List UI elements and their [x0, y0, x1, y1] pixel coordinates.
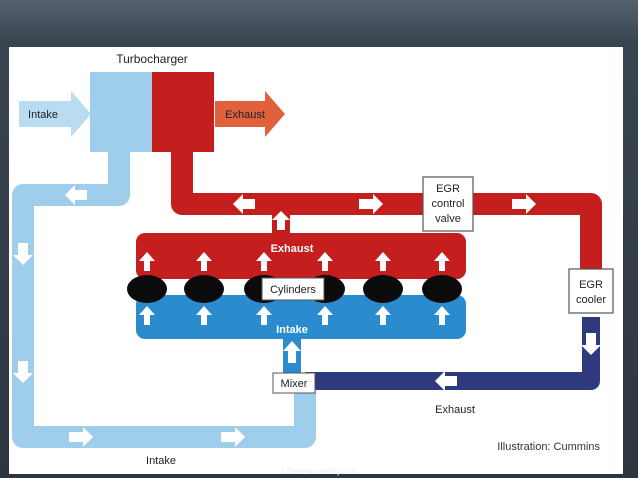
up-arrow-icon [434, 306, 450, 325]
egr-control-valve [422, 176, 474, 232]
up-arrow-icon [375, 252, 391, 271]
egr-system-diagram: EGR control valve EGR cooler Cylinders M… [12, 52, 614, 467]
up-arrow-icon [196, 252, 212, 271]
left-arrow-icon [435, 371, 457, 391]
illustration-credit: Illustration: Cummins [497, 441, 600, 453]
cylinder-1 [127, 275, 167, 303]
egr-valve-label-2: control [431, 198, 464, 210]
right-arrow-icon [221, 427, 245, 447]
cylinders-label-box [261, 277, 325, 301]
cylinder-6 [422, 275, 462, 303]
egr-valve-label-1: EGR [436, 183, 460, 195]
intake-inlet-label: Intake [28, 109, 58, 121]
intake-inlet-arrow [19, 91, 91, 137]
up-arrow-icon [272, 211, 290, 230]
exhaust-outlet-label: Exhaust [225, 109, 265, 121]
down-arrow-icon [581, 333, 601, 355]
diagram-panel: EGR control valve EGR cooler Cylinders M… [9, 47, 623, 474]
intake-loop-pipe [12, 142, 316, 448]
watermark: 123seminarsonly.com [280, 467, 358, 476]
cylinders-label: Cylinders [270, 284, 316, 296]
turbo-compressor [90, 72, 152, 152]
cylinder-5 [363, 275, 403, 303]
down-arrow-icon [13, 361, 33, 383]
up-arrow-icon [139, 306, 155, 325]
down-arrow-icon [13, 243, 33, 265]
up-arrow-icon [256, 306, 272, 325]
right-arrow-icon [512, 194, 536, 214]
egr-cooler-label-2: cooler [576, 294, 606, 306]
egr-valve-label-3: valve [435, 213, 461, 225]
exhaust-manifold-label: Exhaust [271, 243, 314, 255]
intake-bottom-label: Intake [146, 455, 176, 467]
up-arrow-icon [375, 306, 391, 325]
left-arrow-icon [233, 194, 255, 214]
egr-cooler-label-1: EGR [579, 279, 603, 291]
exhaust-manifold [136, 233, 466, 279]
exhaust-outlet-arrow [215, 91, 285, 137]
up-arrow-icon [196, 306, 212, 325]
exhaust-manifold-arrows [139, 252, 450, 271]
up-arrow-icon [317, 252, 333, 271]
left-arrow-icon [65, 185, 87, 205]
intake-manifold-label: Intake [276, 324, 308, 336]
intake-manifold [136, 295, 466, 339]
up-arrow-icon [283, 341, 301, 363]
top-bar [0, 0, 638, 44]
egr-cooler [568, 268, 614, 314]
right-arrow-icon [69, 427, 93, 447]
up-arrow-icon [256, 252, 272, 271]
exhaust-return-label: Exhaust [435, 404, 475, 416]
exhaust-egr-pipe [171, 147, 602, 277]
turbocharger-label: Turbocharger [116, 52, 188, 66]
up-arrow-icon [139, 252, 155, 271]
mixer [272, 372, 316, 394]
right-arrow-icon [359, 194, 383, 214]
mixer-label: Mixer [281, 378, 308, 390]
cylinder-2 [184, 275, 224, 303]
turbo-turbine [152, 72, 214, 152]
up-arrow-icon [434, 252, 450, 271]
up-arrow-icon [317, 306, 333, 325]
intake-manifold-arrows [139, 306, 450, 325]
